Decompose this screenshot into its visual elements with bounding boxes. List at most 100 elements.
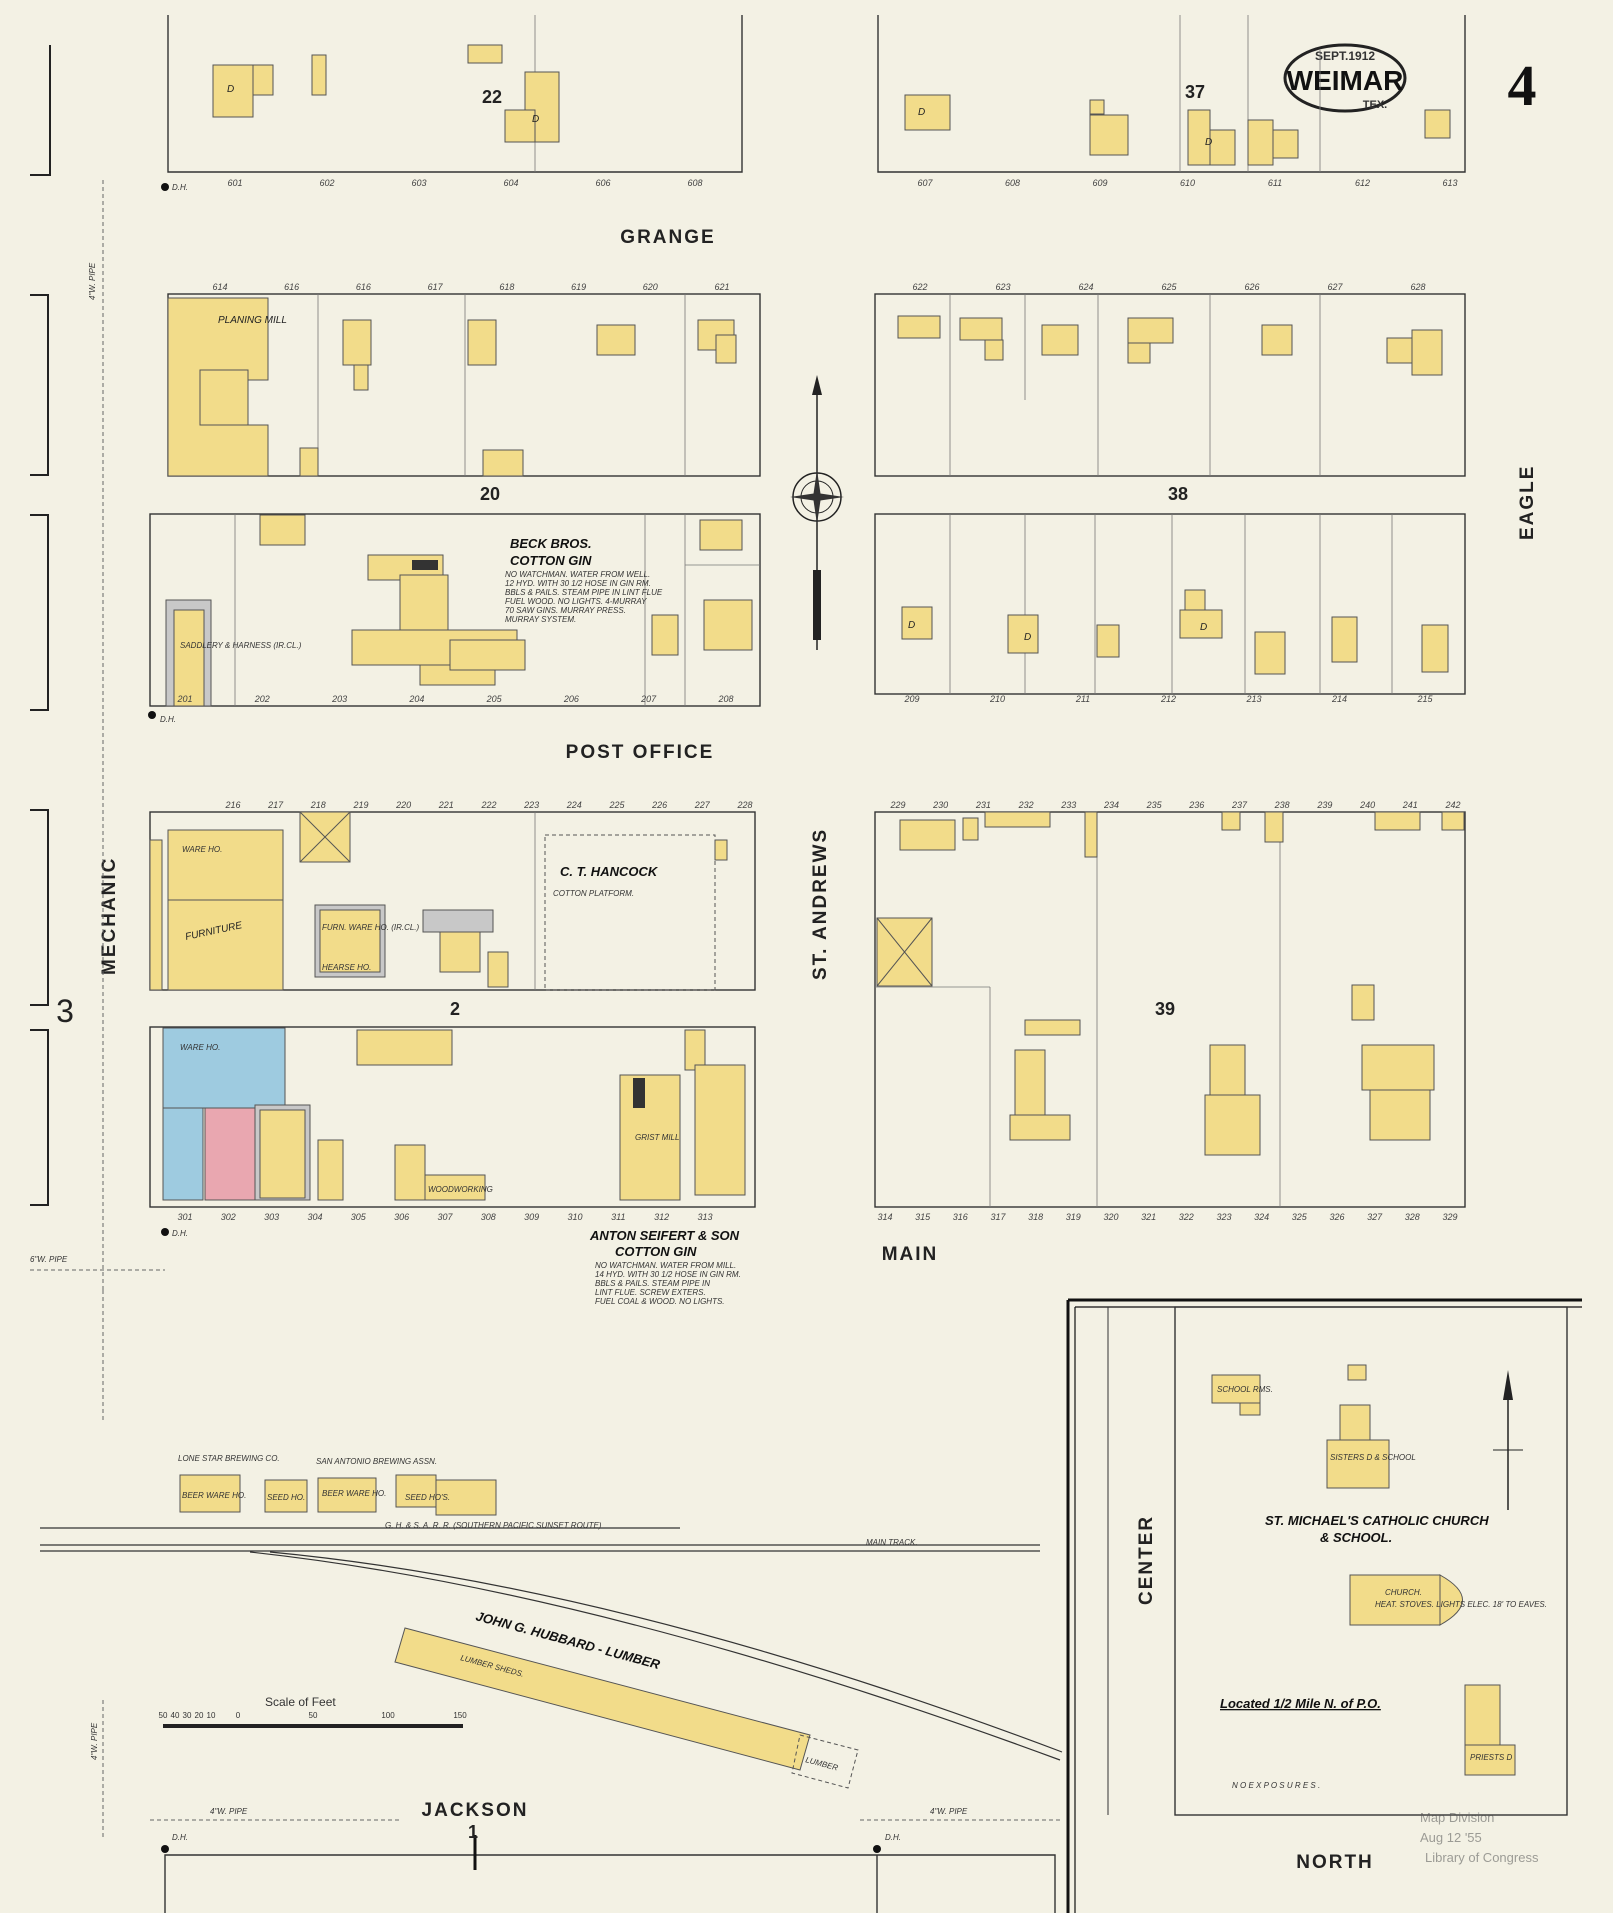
- street-north: NORTH: [1296, 1852, 1374, 1873]
- block-39: 39: [874, 811, 1466, 1208]
- scale-tick-label: 40: [171, 1711, 180, 1720]
- dwelling-label: D: [918, 107, 925, 118]
- seifert-label: ANTON SEIFERT & SON: [589, 1228, 740, 1243]
- and-school-label: & SCHOOL.: [1320, 1530, 1392, 1545]
- address-number: 308: [481, 1212, 496, 1222]
- pipe-label: 4"W. PIPE: [90, 1722, 99, 1760]
- address-number: 326: [1329, 1212, 1344, 1222]
- pipe-label: 4"W. PIPE: [930, 1807, 968, 1816]
- school-rms-label: SCHOOL RMS.: [1217, 1385, 1273, 1394]
- dwelling-label: D: [532, 114, 539, 125]
- address-number: 616: [284, 282, 299, 292]
- hearse-ho-label: HEARSE HO.: [322, 963, 371, 972]
- title-cartouche: SEPT.1912 WEIMAR TEX.: [1283, 43, 1407, 113]
- address-number: 325: [1292, 1212, 1308, 1222]
- dwelling-label: D: [1024, 632, 1031, 643]
- scale-tick-label: 50: [309, 1711, 318, 1720]
- beck-bros-label: BECK BROS.: [510, 536, 592, 551]
- saddlery-label: SADDLERY & HARNESS (IR.CL.): [180, 641, 302, 650]
- address-number: 236: [1188, 800, 1204, 810]
- address-number: 625: [1161, 282, 1177, 292]
- block-38-south: D D D: [874, 513, 1466, 695]
- hancock-label: C. T. HANCOCK: [560, 864, 659, 879]
- scale-tick-label: 50: [159, 1711, 168, 1720]
- address-number: 201: [176, 694, 192, 704]
- beck-note: 70 SAW GINS. MURRAY PRESS.: [505, 606, 626, 615]
- address-number: 240: [1359, 800, 1375, 810]
- block-number-20: 20: [480, 484, 500, 504]
- address-number: 321: [1141, 1212, 1156, 1222]
- address-number: 214: [1331, 694, 1347, 704]
- lone-star-label: LONE STAR BREWING CO.: [178, 1454, 280, 1463]
- address-number: 233: [1060, 800, 1076, 810]
- dwelling-label: D: [1200, 622, 1207, 633]
- address-number: 312: [654, 1212, 669, 1222]
- street-post-office: POST OFFICE: [566, 742, 715, 763]
- address-number: 620: [643, 282, 658, 292]
- address-number: 323: [1216, 1212, 1231, 1222]
- cartouche-state: TEX.: [1363, 99, 1387, 111]
- san-antonio-label: SAN ANTONIO BREWING ASSN.: [316, 1457, 437, 1466]
- beck-note: BBLS & PAILS. STEAM PIPE IN LINT FLUE: [505, 588, 663, 597]
- address-number: 208: [717, 694, 733, 704]
- address-number: 213: [1245, 694, 1261, 704]
- address-number: 609: [1092, 178, 1107, 188]
- address-number: 619: [571, 282, 586, 292]
- address-number: 220: [395, 800, 411, 810]
- hubbard-lumber: JOHN G. HUBBARD - LUMBER LUMBER SHEDS. L…: [394, 1608, 859, 1789]
- address-number: 228: [736, 800, 752, 810]
- address-number: 217: [267, 800, 284, 810]
- address-number: 230: [932, 800, 948, 810]
- scale-tick-label: 100: [381, 1711, 395, 1720]
- address-number: 311: [611, 1212, 625, 1222]
- address-number: 627: [1327, 282, 1343, 292]
- address-number: 614: [212, 282, 227, 292]
- railroad-tracks: [40, 1527, 1063, 1761]
- scale-tick-label: 10: [207, 1711, 216, 1720]
- address-number: 225: [608, 800, 625, 810]
- seifert-note: 14 HYD. WITH 30 1/2 HOSE IN GIN RM.: [595, 1270, 741, 1279]
- address-number: 227: [694, 800, 711, 810]
- address-number: 209: [903, 694, 919, 704]
- street-main: MAIN: [882, 1244, 939, 1265]
- address-number: 216: [224, 800, 240, 810]
- street-st-andrews: ST. ANDREWS: [810, 828, 831, 980]
- seifert-note: BBLS & PAILS. STEAM PIPE IN: [595, 1279, 710, 1288]
- address-number: 628: [1410, 282, 1425, 292]
- block-20-north: PLANING MILL 20: [167, 293, 761, 504]
- sheet-number: 4: [1508, 53, 1537, 118]
- dwelling-label: D: [1205, 137, 1212, 148]
- street-mechanic: MECHANIC: [99, 857, 120, 975]
- planing-mill-label: PLANING MILL: [218, 315, 287, 326]
- address-number: 617: [428, 282, 444, 292]
- seed-hos-label: SEED HO'S.: [405, 1493, 450, 1502]
- st-michaels-inset: SCHOOL RMS. SISTERS D & SCHOOL ST. MICHA…: [1066, 1298, 1582, 1913]
- block-2-south: WARE HO. WOODWORKING GRIST MILL ANTON SE…: [149, 1026, 756, 1306]
- address-number: 309: [524, 1212, 539, 1222]
- woodworking-label: WOODWORKING: [428, 1185, 493, 1194]
- address-number: 304: [307, 1212, 322, 1222]
- seifert-gin-label: COTTON GIN: [615, 1244, 697, 1259]
- cartouche-date: SEPT.1912: [1315, 49, 1375, 63]
- address-number: 231: [975, 800, 991, 810]
- street-center: CENTER: [1136, 1515, 1157, 1605]
- furn-ware-ho-label: FURN. WARE HO. (IR.CL.): [322, 923, 420, 932]
- address-number: 305: [351, 1212, 367, 1222]
- compass-rose-icon: [790, 375, 844, 650]
- address-number: 322: [1179, 1212, 1194, 1222]
- hydrants: [148, 183, 881, 1853]
- address-number: 623: [995, 282, 1010, 292]
- address-number: 317: [990, 1212, 1006, 1222]
- grist-mill-label: GRIST MILL: [635, 1133, 679, 1142]
- block-2-north: FURNITURE FURN. WARE HO. (IR.CL.) HEARSE…: [149, 811, 756, 1019]
- address-number: 327: [1367, 1212, 1383, 1222]
- dwelling-label: D: [908, 620, 915, 631]
- block-22: 22 D D: [167, 15, 743, 173]
- railroad-warehouses: LONE STAR BREWING CO. SAN ANTONIO BREWIN…: [178, 1454, 497, 1516]
- address-number: 303: [264, 1212, 279, 1222]
- address-number: 315: [915, 1212, 931, 1222]
- address-number: 306: [394, 1212, 409, 1222]
- address-number: 618: [499, 282, 514, 292]
